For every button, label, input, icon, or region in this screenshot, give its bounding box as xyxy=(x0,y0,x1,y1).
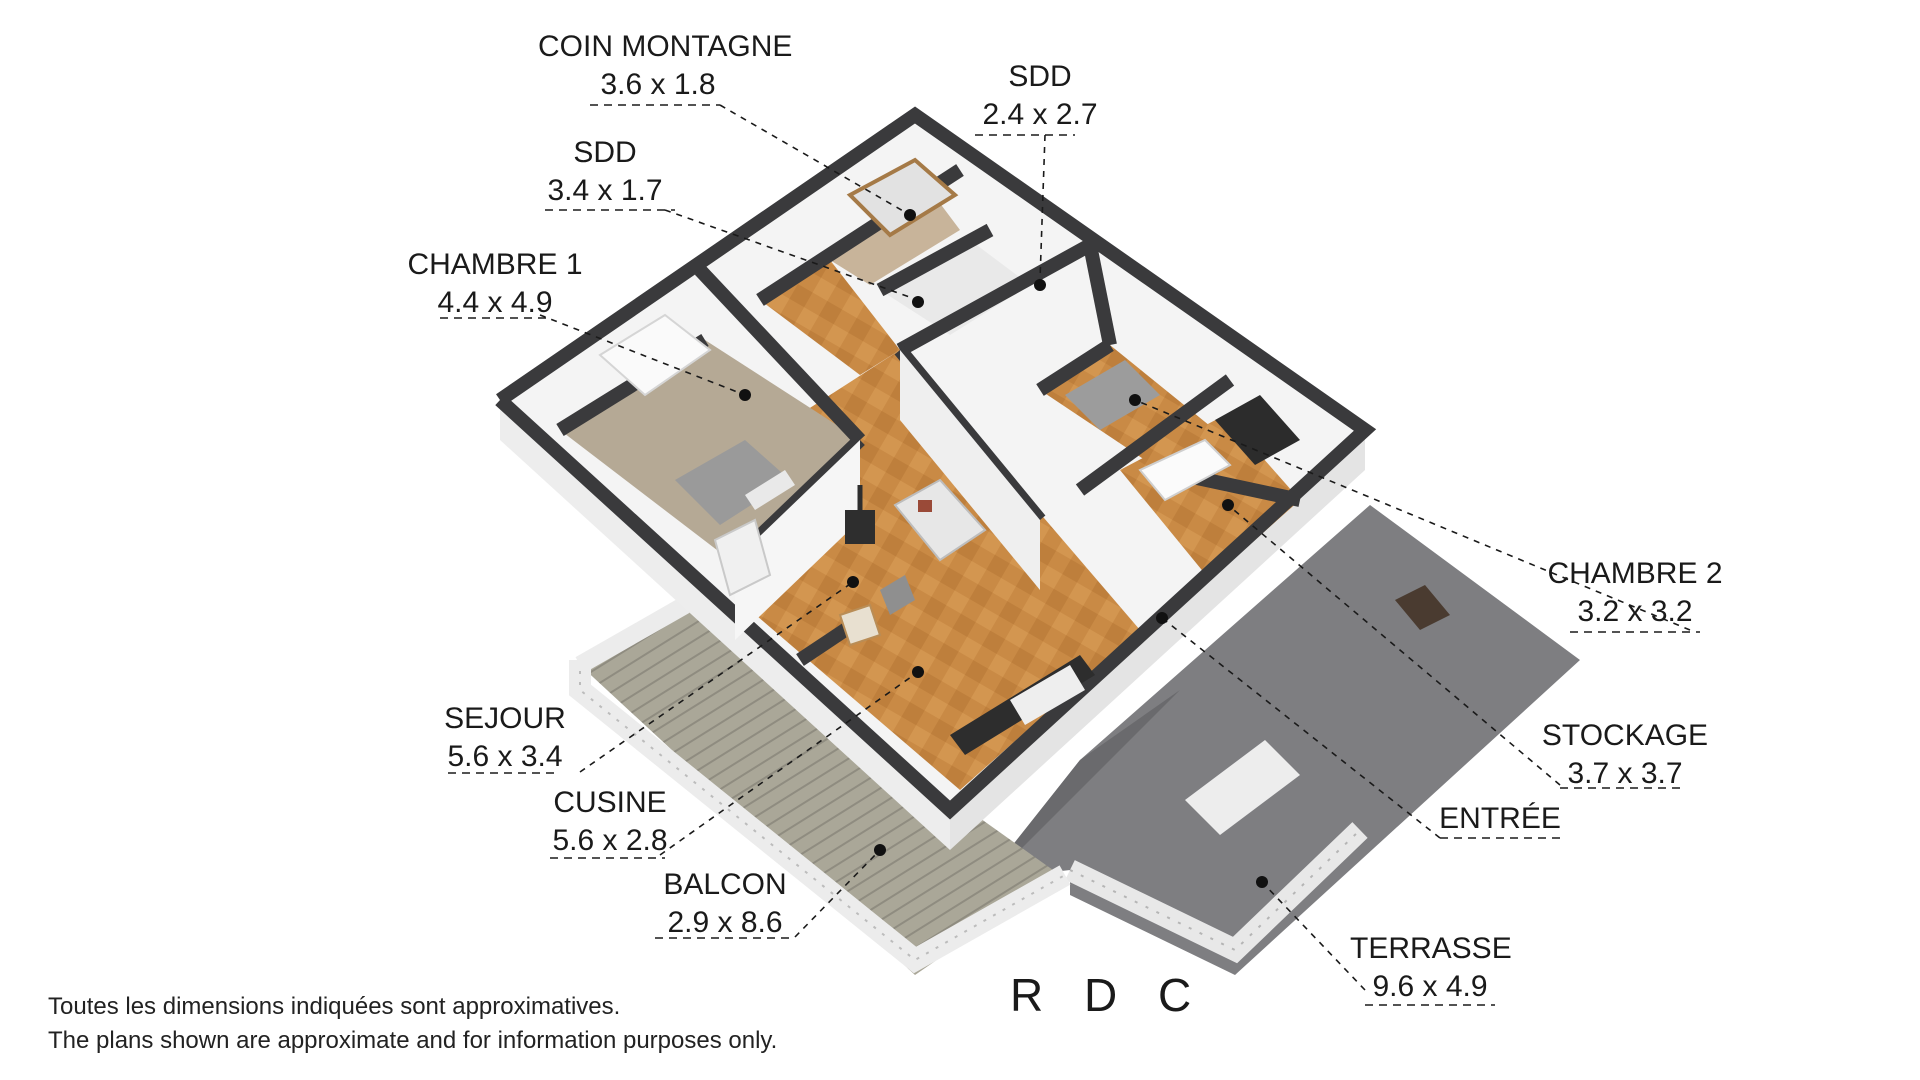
room-dims: 3.2 x 3.2 xyxy=(1577,595,1693,628)
bunk-bed xyxy=(846,157,959,238)
label-chambre-2: CHAMBRE 2 3.2 x 3.2 xyxy=(1545,555,1725,631)
room-dims: 3.6 x 1.8 xyxy=(600,68,716,101)
label-cusine: CUSINE 5.6 x 2.8 xyxy=(535,784,685,860)
terrace-shade xyxy=(985,690,1180,880)
label-sdd-2: SDD 2.4 x 2.7 xyxy=(960,58,1120,134)
disclaimer-fr: Toutes les dimensions indiquées sont app… xyxy=(48,993,621,1020)
room-name: BALCON xyxy=(663,868,787,901)
bed-chamber-1 xyxy=(675,440,790,525)
chair xyxy=(838,603,882,647)
balcony-railing-end xyxy=(575,597,690,673)
building-wall-left xyxy=(500,400,950,850)
wood-stove xyxy=(845,510,875,544)
armchair xyxy=(880,575,915,615)
room-name: SDD xyxy=(573,136,637,169)
disclaimer-en: The plans shown are approximate and for … xyxy=(48,1027,778,1054)
balcony-railing xyxy=(569,660,1071,974)
room-name: SDD xyxy=(1008,60,1072,93)
room-dims: 2.4 x 2.7 xyxy=(982,98,1098,131)
room-dots xyxy=(739,209,1268,888)
cabinet xyxy=(1215,395,1300,465)
terrace-bench xyxy=(1395,585,1450,630)
room-dims: 5.6 x 2.8 xyxy=(552,824,668,857)
building-wall-front xyxy=(950,430,1365,850)
desk xyxy=(1138,438,1232,502)
room-name: SEJOUR xyxy=(444,702,566,735)
room-name: CHAMBRE 2 xyxy=(1547,557,1723,590)
balcony-deck xyxy=(580,605,1060,975)
leader-lines xyxy=(539,104,1691,991)
interior-wall-bed1 xyxy=(735,440,860,640)
room-dims: 5.6 x 3.4 xyxy=(447,740,563,773)
kitchen-island xyxy=(1010,665,1085,725)
bed-chamber-2 xyxy=(1065,360,1160,430)
label-sejour: SEJOUR 5.6 x 3.4 xyxy=(430,700,580,776)
room-name: COIN MONTAGNE xyxy=(538,30,793,63)
room-dims: 3.7 x 3.7 xyxy=(1567,757,1683,790)
room-dims: 2.9 x 8.6 xyxy=(667,906,783,939)
room-name: ENTRÉE xyxy=(1439,802,1561,835)
label-underlines xyxy=(440,104,1700,1006)
room-name: STOCKAGE xyxy=(1541,719,1709,752)
label-terrasse: TERRASSE 9.6 x 4.9 xyxy=(1350,930,1512,1006)
sofa xyxy=(893,478,987,562)
corridor-floor xyxy=(760,260,900,375)
cushion xyxy=(918,500,932,512)
terrace-table xyxy=(1185,740,1300,835)
room-name: CUSINE xyxy=(553,786,667,819)
floor-title: R D C xyxy=(1010,969,1206,1021)
bed-chamber-1-pillow xyxy=(745,470,795,510)
wardrobe xyxy=(598,313,712,397)
disclaimer: Toutes les dimensions indiquées sont app… xyxy=(48,990,777,1058)
label-stockage: STOCKAGE 3.7 x 3.7 xyxy=(1540,717,1710,793)
label-balcon: BALCON 2.9 x 8.6 xyxy=(650,866,800,942)
stairs xyxy=(713,518,772,597)
label-entree: ENTRÉE xyxy=(1430,800,1570,838)
room-dims: 3.4 x 1.7 xyxy=(547,174,663,207)
bathroom-floor xyxy=(880,240,1030,335)
interior-wall-corridor xyxy=(900,350,1040,590)
label-sdd-1: SDD 3.4 x 1.7 xyxy=(530,134,680,210)
room-dims: 9.6 x 4.9 xyxy=(1372,970,1488,1003)
room-name: CHAMBRE 1 xyxy=(407,248,583,281)
room-dims: 4.4 x 4.9 xyxy=(437,286,553,319)
label-coin-montagne: COIN MONTAGNE 3.6 x 1.8 xyxy=(538,28,793,104)
terrace-railing-line xyxy=(1069,829,1361,952)
label-chambre-1: CHAMBRE 1 4.4 x 4.9 xyxy=(400,246,590,322)
room-name: TERRASSE xyxy=(1350,932,1512,965)
